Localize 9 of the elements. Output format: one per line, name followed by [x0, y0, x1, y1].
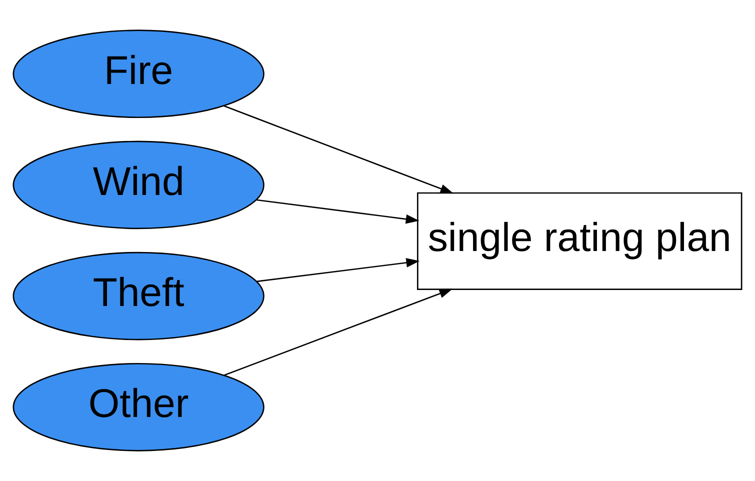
node-ellipse: Wind [12, 140, 264, 230]
node-ellipse: Theft [12, 252, 264, 340]
arrow [256, 199, 420, 224]
arrow [224, 288, 453, 376]
node-box: single rating plan [416, 192, 742, 290]
arrow [224, 105, 454, 194]
node-ellipse: Fire [12, 30, 264, 118]
node-ellipse: Other [12, 362, 264, 452]
arrow [256, 258, 420, 282]
